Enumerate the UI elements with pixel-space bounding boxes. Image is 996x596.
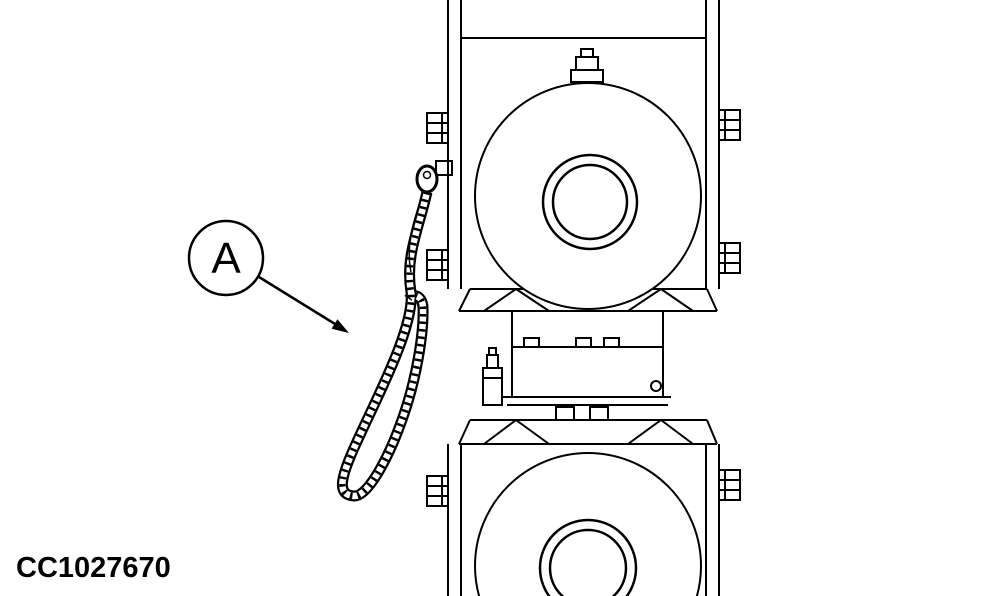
cable-anchor-bracket	[435, 160, 453, 176]
cable-rope-strands	[339, 191, 431, 500]
bolt-head-icon	[555, 406, 575, 421]
safety-cable-loop	[336, 160, 453, 502]
lower-drum-assembly	[426, 419, 741, 596]
bolt-head-icon	[589, 406, 609, 421]
upper-drum-assembly	[426, 0, 741, 421]
leader-line	[258, 275, 336, 326]
bolt-head-icon	[575, 337, 592, 348]
grease-fitting-icon	[482, 347, 503, 406]
lower-hub-inner-ring	[548, 528, 628, 596]
side-bolt-icon	[718, 242, 741, 274]
side-bolt-icon	[426, 112, 449, 144]
side-bolt-icon	[426, 475, 449, 507]
top-bolt-icon	[570, 48, 604, 83]
lower-base-flange	[458, 419, 718, 445]
bolt-head-icon	[523, 337, 540, 348]
mounting-pedestal	[482, 311, 671, 421]
side-bolt-icon	[718, 109, 741, 141]
figure-code: CC1027670	[16, 552, 171, 584]
callout-circle	[187, 219, 265, 297]
cable-twist-detail	[408, 199, 422, 273]
pin-hole	[650, 380, 662, 392]
upper-frame-rails	[447, 0, 720, 289]
callout-label: A	[211, 234, 241, 283]
callout-a: A	[187, 219, 349, 333]
shackle-pin	[422, 170, 432, 180]
side-bolt-icon	[426, 249, 449, 281]
upper-hub-outer-ring	[541, 153, 639, 251]
bolt-head-icon	[603, 337, 620, 348]
upper-hub-inner-ring	[551, 163, 629, 241]
side-bolt-icon	[718, 469, 741, 501]
arrowhead-icon	[331, 319, 349, 333]
